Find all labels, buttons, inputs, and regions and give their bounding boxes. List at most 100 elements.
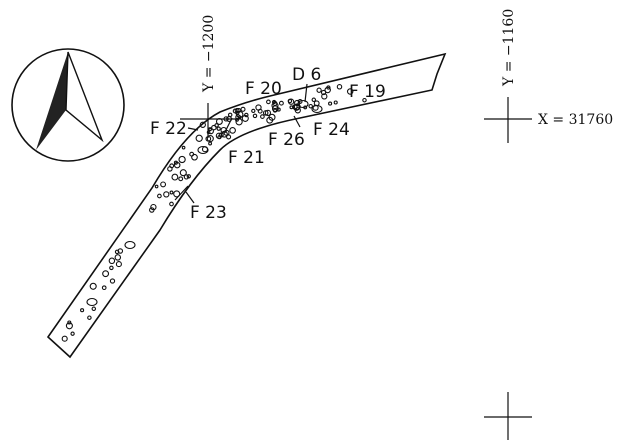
pit-mark (271, 99, 277, 105)
pit-mark (235, 114, 241, 120)
pit-mark (108, 257, 116, 265)
north-arrow-icon (11, 48, 125, 162)
pit-mark (189, 151, 195, 157)
pit-mark (241, 114, 249, 122)
pit-mark (114, 254, 122, 261)
pit-mark (178, 155, 186, 164)
pit-mark (278, 100, 284, 106)
pit-mark (236, 110, 244, 119)
pit-mark (362, 97, 367, 103)
pit-mark (109, 278, 116, 284)
pit-mark (191, 153, 198, 161)
pit-mark (150, 203, 157, 211)
pit-mark (117, 248, 124, 254)
pit-mark (289, 105, 294, 110)
pit-mark (87, 315, 92, 320)
feature-label-f24: F 24 (313, 120, 350, 140)
grid-marker-bottom (484, 392, 532, 440)
pit-mark (173, 190, 181, 198)
pit-mark (91, 306, 97, 312)
pit-mark (167, 166, 173, 172)
feature-label-f23: F 23 (190, 203, 227, 223)
pit-mark (240, 106, 246, 112)
pit-mark (197, 145, 209, 155)
grid-marker-left (180, 103, 236, 138)
leader-lines (185, 83, 308, 204)
pit-mark (178, 176, 184, 182)
pit-mark (217, 135, 222, 140)
grid-label-x-right: X = 31760 (538, 112, 613, 128)
pit-mark (324, 86, 331, 94)
pit-mark (70, 331, 75, 336)
pit-mark (101, 285, 107, 291)
pit-mark (226, 134, 232, 140)
pit-mark (160, 181, 167, 188)
pit-mark (65, 322, 73, 330)
pit-mark (173, 161, 181, 169)
pit-mark (163, 191, 170, 198)
pit-mark (316, 87, 322, 93)
pit-mark (186, 174, 191, 179)
pit-mark (61, 335, 68, 342)
pit-mark (328, 101, 333, 106)
pit-mark (321, 93, 328, 100)
pit-mark (109, 265, 114, 271)
pit-mark (220, 126, 227, 134)
pit-mark (115, 261, 122, 268)
feature-label-d6: D 6 (292, 65, 321, 85)
pit-mark (271, 102, 279, 110)
pit-mark (157, 193, 162, 199)
grid-label-y-left: Y = −1200 (201, 15, 217, 93)
pit-mark (262, 110, 269, 116)
pit-mark (257, 108, 263, 114)
pit-mark (171, 173, 179, 181)
pit-mark (271, 105, 279, 113)
feature-label-f21: F 21 (228, 148, 265, 168)
pit-mark (229, 127, 236, 134)
pit-mark (266, 99, 271, 105)
pit-mark (260, 114, 265, 119)
pit-mark (211, 124, 217, 131)
pit-mark (102, 270, 110, 278)
pit-mark (67, 320, 72, 325)
pit-mark (266, 116, 274, 124)
pit-mark (234, 108, 240, 113)
pit-mark (264, 109, 272, 117)
pit-mark (179, 169, 187, 177)
pit-mark (169, 201, 174, 207)
feature-label-f26: F 26 (268, 130, 305, 150)
feature-label-f19: F 19 (349, 82, 386, 102)
pit-mark (326, 85, 331, 90)
pit-mark (169, 190, 174, 195)
pit-mark (183, 174, 190, 180)
pit-mark (214, 123, 219, 128)
pit-mark (346, 88, 354, 95)
pit-mark (311, 97, 317, 103)
pit-mark (227, 112, 233, 118)
pit-mark (199, 121, 206, 128)
pit-mark (336, 84, 343, 90)
grid-label-y-right: Y = −1160 (501, 9, 517, 87)
grid-marker-right (484, 97, 532, 143)
pit-mark (195, 134, 203, 142)
pit-mark (294, 99, 301, 107)
pit-mark (216, 126, 221, 131)
pit-mark (89, 282, 97, 290)
pit-mark (86, 297, 98, 307)
pit-mark (252, 113, 258, 119)
pit-cluster (61, 84, 367, 342)
pit-mark (244, 112, 249, 118)
pit-mark (208, 127, 213, 132)
pit-mark (297, 99, 309, 109)
pit-mark (333, 100, 338, 105)
pit-mark (251, 108, 256, 114)
pit-mark (206, 135, 214, 143)
pit-mark (124, 240, 136, 250)
pit-mark (311, 104, 323, 114)
feature-label-f20: F 20 (245, 79, 282, 99)
pit-mark (181, 145, 186, 150)
pit-mark (308, 103, 313, 109)
pit-mark (80, 308, 85, 313)
pit-mark (287, 98, 295, 105)
